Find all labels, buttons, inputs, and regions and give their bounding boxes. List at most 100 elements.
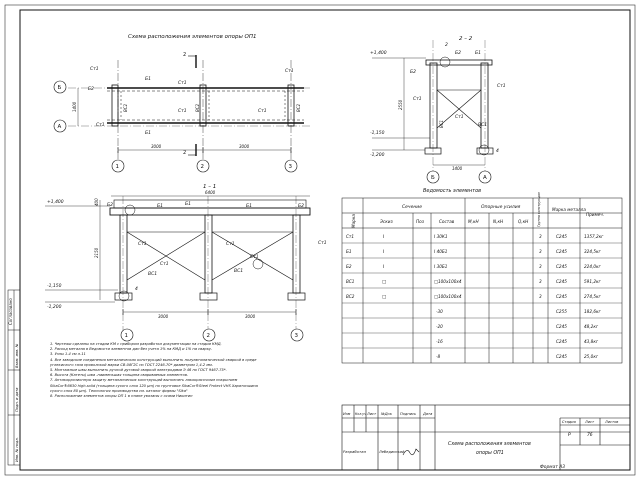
s11-dim-3000-b: 3000 <box>245 314 256 319</box>
s22-label-st1-b: Ст1 <box>413 96 422 102</box>
svg-text:-16: -16 <box>436 339 443 344</box>
s22-level-base: -1,200 <box>370 152 385 158</box>
svg-text:I 30Б1: I 30Б1 <box>434 264 448 269</box>
s22-label-n2: 2 <box>445 42 448 48</box>
table-row: Б1 I I 40Б1 3 С245 324,5кг <box>346 249 602 255</box>
cut-mark-bottom: 2 <box>183 150 186 156</box>
svg-text:С245: С245 <box>556 324 567 329</box>
s11-label-st1-d: Ст1 <box>226 241 235 247</box>
plan-label-st1-a: Ст1 <box>90 66 99 72</box>
plan-label-st1-c: Ст1 <box>178 108 187 114</box>
axis-3-plan: 3 <box>289 164 293 170</box>
svg-text:I: I <box>383 249 384 255</box>
tb-sheet-num: 76 <box>587 432 593 438</box>
table-row: ВС2 □ □100х100х4 3 С245 274,5кг <box>346 294 602 300</box>
th-composition: Состав <box>439 219 455 224</box>
svg-text:С245: С245 <box>556 279 567 284</box>
s22-label-st1-a: Ст1 <box>497 83 506 89</box>
tb-developer-label: Разработал <box>343 449 367 454</box>
s11-dim-6400: 6400 <box>205 190 216 195</box>
svg-text:С245: С245 <box>556 339 567 344</box>
svg-text:□100х100х4: □100х100х4 <box>434 279 462 284</box>
plan-dim-3000-a: 3000 <box>151 144 162 149</box>
tb-sheet-title-line2: опоры ОП1 <box>476 450 504 456</box>
table-row: ВС1 □ □100х100х4 3 С245 591,2кг <box>346 279 602 285</box>
svg-text:25,0кг: 25,0кг <box>584 354 599 359</box>
tb-stage-label: Стадия <box>562 420 577 424</box>
svg-text:274,5кг: 274,5кг <box>584 294 602 299</box>
s22-label-n4: 4 <box>496 148 499 154</box>
tb-format: Формат А3 <box>540 464 565 470</box>
s11-level-top: +1,400 <box>47 199 64 205</box>
svg-text:324,5кг: 324,5кг <box>584 249 602 254</box>
svg-text:1357,2кг: 1357,2кг <box>584 234 604 239</box>
tb-stage: Р <box>568 432 571 438</box>
outer-frame <box>4 4 636 476</box>
svg-text:С245: С245 <box>556 234 567 239</box>
svg-text:Ст1: Ст1 <box>346 234 354 239</box>
svg-text:43,8кг: 43,8кг <box>584 339 599 344</box>
s11-dim-2150: 2150 <box>94 247 99 258</box>
s11-axis-3: 3 <box>295 333 299 339</box>
elements-table <box>341 197 623 364</box>
note-line: 3. Узлы 1-4 см л.11 <box>50 352 86 357</box>
th-sketch: Эскиз <box>379 219 393 224</box>
svg-text:Б1: Б1 <box>346 249 352 254</box>
tb-sign: Подпись <box>400 412 416 416</box>
plan-label-b1-a: Б1 <box>145 76 151 82</box>
cut-mark-top: 2 <box>183 52 186 58</box>
table-row: -16 С245 43,8кг <box>436 339 599 344</box>
tb-izm: Изм <box>343 412 351 416</box>
s22-axis-a: А <box>483 175 487 181</box>
axis-2-plan: 2 <box>201 164 205 170</box>
plan-label-vs2-a: ВС2 <box>123 103 128 112</box>
s11-axis-1: 1 <box>125 333 129 339</box>
note-line: сухого слоя 80 µm). Технология производс… <box>50 388 188 393</box>
table-title: Ведомость элементов <box>423 188 481 194</box>
svg-text:3: 3 <box>539 249 542 254</box>
note-line: 7. Антикоррозионную защиту металлических… <box>50 378 238 383</box>
svg-text:I 30К1: I 30К1 <box>434 234 448 239</box>
s11-level-low: -1,150 <box>47 283 62 289</box>
section-11-label: 1 – 1 <box>203 184 216 190</box>
tb-ndoc: №Док <box>380 412 393 416</box>
s11-label-n4: 4 <box>135 286 138 292</box>
stamp-inv-orig: Инв. № подл. <box>15 437 19 462</box>
section-11-view <box>45 195 311 342</box>
svg-text:С245: С245 <box>556 354 567 359</box>
s11-label-b1-b: Б1 <box>246 203 252 209</box>
svg-text:С245: С245 <box>556 264 567 269</box>
title-block <box>341 404 631 471</box>
svg-text:□100х100х4: □100х100х4 <box>434 294 462 299</box>
s11-label-vs1-b: ВС1 <box>234 268 243 274</box>
s22-label-st1-c: Ст1 <box>455 114 464 120</box>
axis-a-plan: А <box>58 124 62 130</box>
table-row: -20 С245 48,2кг <box>436 324 599 329</box>
th-steel: Марка металла <box>552 207 586 212</box>
stamp-agreed: Согласовано <box>8 298 13 325</box>
tb-sheets-label: Листов <box>604 420 618 424</box>
s11-label-b1-c: Б1 <box>185 201 191 207</box>
svg-text:-20: -20 <box>436 324 443 329</box>
th-q: Q,кН <box>518 219 529 224</box>
svg-text:Б2: Б2 <box>346 264 352 269</box>
s22-label-vs1: ВС1 <box>439 120 444 128</box>
general-notes: 1. Чертежи сделаны на стадии КМ с прибор… <box>50 342 350 399</box>
tb-sheet-title-line1: Схема расположения элементов <box>448 441 531 447</box>
s11-label-st1-c: Ст1 <box>160 261 169 267</box>
signature-icon <box>402 448 420 456</box>
th-mark: Марка <box>351 214 356 228</box>
svg-text:□: □ <box>382 280 386 285</box>
tb-sheet-label: Лист <box>584 420 595 424</box>
plan-title: Схема расположения элементов опоры ОП1 <box>128 34 257 40</box>
plan-view <box>53 55 310 173</box>
s11-dim-400: 400 <box>94 198 99 206</box>
svg-text:-30: -30 <box>436 309 443 314</box>
s22-level-top: +1,400 <box>370 50 387 56</box>
s11-label-b1-a: Б1 <box>157 203 163 209</box>
side-stamp <box>7 289 21 466</box>
svg-text:3: 3 <box>539 234 542 239</box>
svg-text:I 40Б1: I 40Б1 <box>434 249 448 254</box>
s11-label-vs1-a: ВС1 <box>148 271 157 277</box>
